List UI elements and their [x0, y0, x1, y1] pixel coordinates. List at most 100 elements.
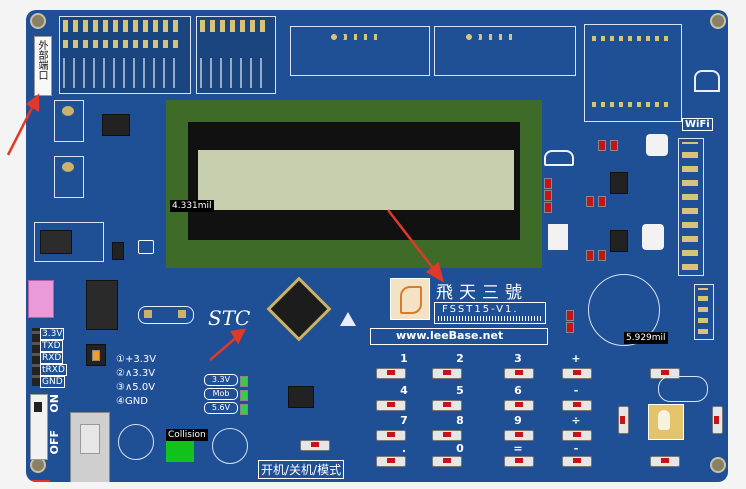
capacitor-outline [212, 428, 248, 464]
website-box [370, 328, 548, 345]
power-option: ①+3.3V [116, 354, 157, 365]
led [544, 190, 552, 201]
website[interactable]: www.leeBase.net [396, 329, 504, 342]
usb-connector-inner [80, 424, 100, 454]
key-button[interactable] [376, 430, 406, 441]
brand-emblem-mark [400, 286, 422, 314]
key-label: 8 [456, 414, 464, 427]
key-label: 1 [400, 352, 408, 365]
collision-badge: Collision [166, 429, 208, 441]
crystal-pad [144, 310, 152, 318]
led-d2 [92, 350, 100, 361]
potentiometer-outline[interactable] [54, 100, 84, 142]
stc-logo: STC [208, 306, 251, 330]
key-label: - [573, 442, 579, 455]
key-button[interactable] [504, 368, 534, 379]
key-button[interactable] [650, 456, 680, 467]
right-module-pins [592, 36, 672, 41]
right-connector-j7[interactable] [694, 284, 714, 340]
key-button[interactable] [432, 368, 462, 379]
brand-barcode [438, 316, 542, 321]
buzzer-dimension-label: 5.929mil [624, 332, 668, 344]
crystal-y2 [138, 306, 194, 324]
key-button[interactable] [504, 456, 534, 467]
side-key-button[interactable] [618, 406, 629, 434]
side-key-button[interactable] [712, 406, 723, 434]
key-button[interactable] [376, 400, 406, 411]
key-button[interactable] [432, 430, 462, 441]
mounting-hole [710, 457, 726, 473]
pink-connector[interactable] [28, 280, 54, 318]
right-connector-j8[interactable] [678, 138, 704, 276]
mcu-chip [266, 276, 332, 342]
esd-warning-icon [340, 312, 356, 326]
key-button[interactable] [562, 400, 592, 411]
green-component [166, 438, 194, 462]
potentiometer-outline[interactable] [54, 156, 84, 198]
power-option: ③∧5.0V [116, 382, 156, 393]
right-connector-pins [698, 288, 708, 334]
key-label: 3 [514, 352, 522, 365]
led [544, 202, 552, 213]
mode-button[interactable] [300, 440, 330, 451]
brand-chinese: 飛天三號 [436, 283, 528, 303]
power-option: ②∧3.3V [116, 368, 156, 379]
led [598, 250, 606, 261]
header-label-strip [63, 58, 183, 88]
right-module-pins [592, 102, 672, 107]
key-label: 0 [456, 442, 464, 455]
uart-label: RXD [40, 352, 64, 364]
mode-badge: 5.6V [204, 402, 238, 414]
key-button[interactable] [376, 456, 406, 467]
power-jack-outline [34, 222, 104, 262]
uart-pin-strip[interactable] [32, 328, 40, 386]
chip-u8 [86, 280, 118, 330]
terminal-block-right [434, 26, 576, 76]
key-label: . [401, 442, 407, 455]
wifi-connector-icon [694, 70, 720, 92]
key-button[interactable] [432, 456, 462, 467]
key-button[interactable] [562, 456, 592, 467]
radio-icon [138, 240, 154, 254]
chip-u13 [610, 172, 628, 194]
axis-x [26, 480, 50, 482]
chip-u9 [288, 386, 314, 408]
chip-u5 [102, 114, 130, 136]
led [586, 250, 594, 261]
header-label-strip [200, 58, 270, 88]
uart-label: 3.3V [40, 328, 65, 340]
key-label: - [573, 384, 579, 397]
led [610, 140, 618, 151]
key-label: 2 [456, 352, 464, 365]
car-icon [544, 150, 574, 166]
capacitor-outline [118, 424, 154, 460]
crystal-pad [178, 310, 186, 318]
key-button[interactable] [432, 400, 462, 411]
mounting-hole [710, 13, 726, 29]
on-label: ON [48, 394, 61, 413]
chip-u14 [610, 230, 628, 252]
key-button[interactable] [562, 430, 592, 441]
key-label: 7 [400, 414, 408, 427]
terminal-pins [466, 34, 516, 40]
led-d5 [240, 404, 248, 415]
key-button[interactable] [504, 430, 534, 441]
person-icon [642, 224, 664, 250]
key-label: = [513, 442, 523, 455]
power-jack[interactable] [40, 230, 72, 254]
led [598, 196, 606, 207]
chip-u1 [112, 242, 124, 260]
key-label: ÷ [571, 414, 581, 427]
pot-pad [62, 106, 74, 116]
lcd-dimension-label: 4.331mil [170, 200, 214, 212]
key-button[interactable] [504, 400, 534, 411]
key-button[interactable] [562, 368, 592, 379]
header-pin-row [200, 20, 270, 32]
brand-model-box [434, 302, 546, 324]
key-button[interactable] [376, 368, 406, 379]
led [566, 322, 574, 333]
header-pin-row [63, 40, 183, 48]
key-label: + [571, 352, 581, 365]
pot-pad [62, 162, 74, 172]
power-switch-knob [34, 402, 42, 412]
